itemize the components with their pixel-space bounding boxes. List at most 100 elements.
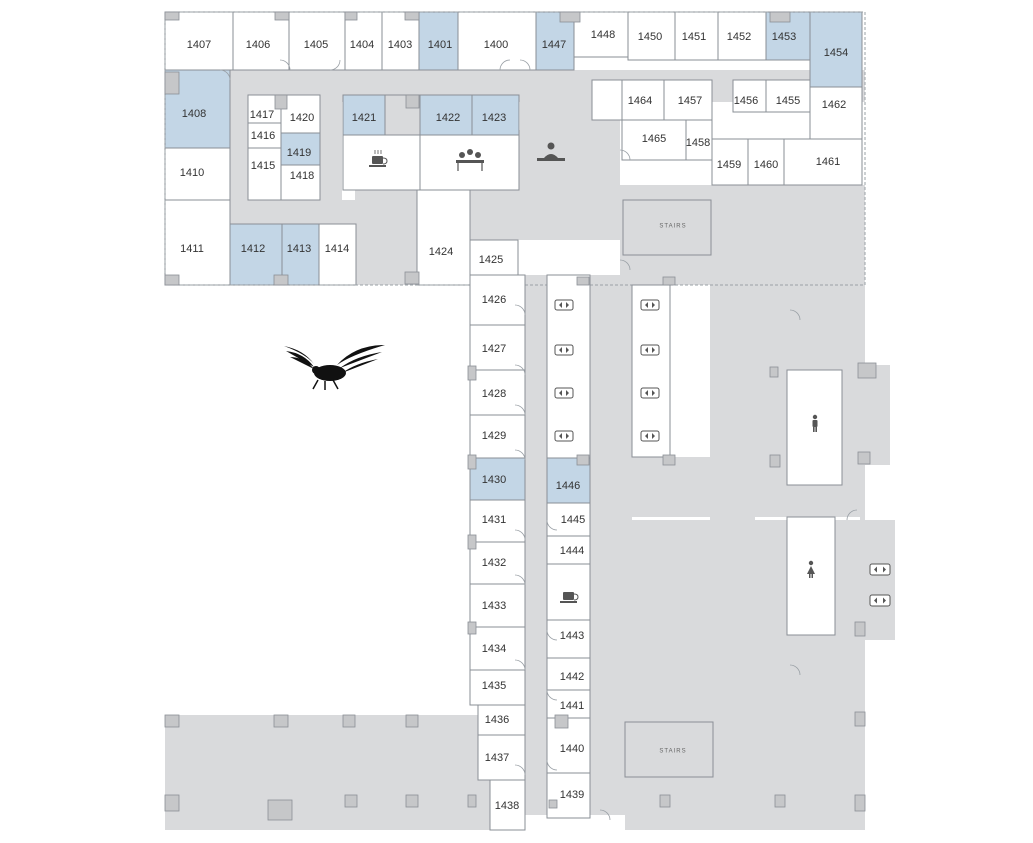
stairs-north[interactable] [622,199,712,256]
room-label: 1424 [429,246,453,258]
room-label: 1416 [251,130,275,142]
room-1431[interactable] [469,499,526,543]
room-label: 1436 [485,714,509,726]
room-1450[interactable] [627,11,676,61]
room-1437[interactable] [477,734,526,781]
room-1401[interactable] [418,11,459,71]
elevator-icon [869,563,891,576]
room-1442[interactable] [546,657,591,691]
room-1406[interactable] [232,11,290,71]
room-label: 1437 [485,752,509,764]
room-1465[interactable] [621,119,687,161]
room-label: 1442 [560,671,584,683]
room-label: 1413 [287,243,311,255]
room-1439[interactable] [546,772,591,819]
room-label: 1415 [251,160,275,172]
elevator-icon [554,299,574,311]
stair-small [591,79,623,121]
elevator-icons [554,299,891,607]
elevator-icon [554,430,574,442]
room-1441[interactable] [546,689,591,719]
room-label: 1450 [638,31,662,43]
stairs-south[interactable] [624,721,714,778]
room-label: 1438 [495,800,519,812]
room-label: 1420 [290,112,314,124]
elevator-icon [640,430,660,442]
room-1438[interactable] [489,779,526,831]
central-east-rooms: 1446 1445 1444 1443 1442 1441 1440 1439 [546,274,671,819]
room-1429[interactable] [469,414,526,459]
room-label: 1403 [388,39,412,51]
room-1446[interactable] [546,457,591,504]
room-label: 1431 [482,514,506,526]
room-label: 1408 [182,108,206,120]
room-label: 1435 [482,680,506,692]
room-label: 1419 [287,147,311,159]
elevator-icon [640,299,660,311]
room-label: 1429 [482,430,506,442]
room-1459[interactable] [711,138,749,186]
room-1464[interactable] [621,79,665,121]
room-label: 1425 [479,254,503,266]
room-1424[interactable] [416,189,471,286]
room-1425[interactable] [469,239,519,276]
room-label: 1426 [482,294,506,306]
room-label: 1459 [717,159,741,171]
room-1415[interactable] [247,147,282,201]
room-label: 1412 [241,243,265,255]
room-1461[interactable] [783,138,863,186]
room-label: 1462 [822,99,846,111]
restroom-women-icon [807,560,815,578]
conference-icon [456,149,484,171]
room-label: 1423 [482,112,506,124]
room-1411[interactable] [164,199,231,286]
room-1423[interactable] [471,94,520,136]
room-1420[interactable] [280,94,321,134]
room-1460[interactable] [747,138,785,186]
room-1428[interactable] [469,369,526,416]
room-1462[interactable] [809,86,863,140]
room-label: 1460 [754,159,778,171]
room-label: 1448 [591,29,615,41]
room-1456[interactable] [732,79,767,113]
room-1455[interactable] [765,79,811,113]
room-label: 1443 [560,630,584,642]
room-1418[interactable] [280,164,321,201]
room-1405[interactable] [288,11,346,71]
room-label: 1406 [246,39,270,51]
room-1448[interactable] [573,11,629,58]
room-1452[interactable] [717,11,767,61]
room-1432[interactable] [469,541,526,585]
room-1403[interactable] [381,11,420,71]
restroom-men-icon [812,414,818,432]
room-label: 1428 [482,388,506,400]
room-1443[interactable] [546,619,591,659]
stairs-label: STAIRS [659,224,686,230]
room-1427[interactable] [469,324,526,371]
room-1422[interactable] [419,94,473,136]
room-label: 1452 [727,31,751,43]
room-1412[interactable] [229,223,283,286]
room-1410[interactable] [164,147,231,201]
coffee-icon-2 [560,592,579,603]
room-label: 1456 [734,95,758,107]
room-1434[interactable] [469,626,526,671]
elevator-icon [554,344,574,356]
elevator-icon [640,387,660,399]
room-label: 1433 [482,600,506,612]
room-1457[interactable] [663,79,713,121]
room-1414[interactable] [318,223,357,286]
central-west-rooms: 1425 1426 1427 1428 1429 1430 1431 1432 … [469,239,526,831]
room-1440[interactable] [546,717,591,774]
elevator-icon [869,594,891,607]
room-label: 1464 [628,95,652,107]
room-label: 1405 [304,39,328,51]
room-1458[interactable] [685,119,713,161]
room-label: 1411 [180,243,204,255]
elevator-icon [554,387,574,399]
room-label: 1422 [436,112,460,124]
room-1421[interactable] [342,94,386,136]
restroom-women[interactable] [786,516,836,636]
stairs-label: STAIRS [659,749,686,755]
room-1433[interactable] [469,583,526,628]
